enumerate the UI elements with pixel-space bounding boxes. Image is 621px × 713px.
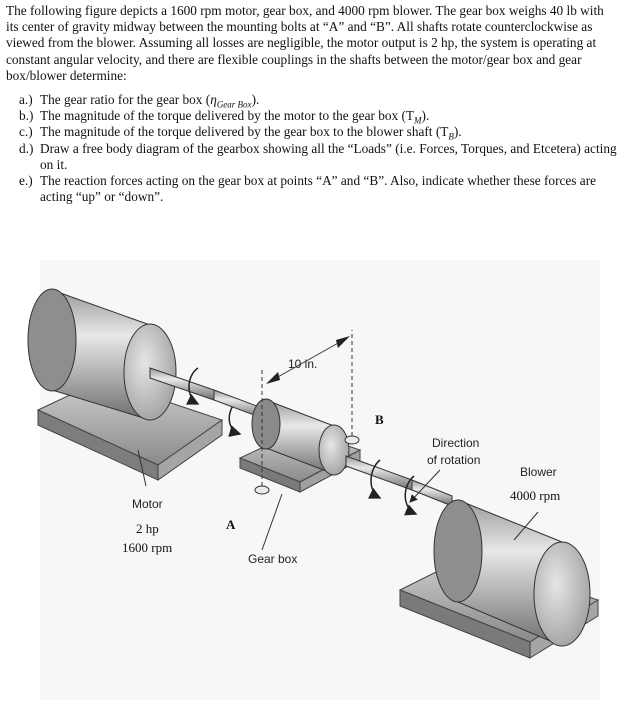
leader-direction (409, 469, 441, 503)
question-letter: e.) (19, 173, 33, 189)
leader-gearbox (261, 493, 283, 551)
question-letter: a.) (19, 92, 33, 108)
blower-assembly (398, 479, 600, 659)
problem-intro: The following figure depicts a 1600 rpm … (6, 3, 604, 83)
rotation-arrow-blower (403, 475, 418, 516)
question-d: d.) Draw a free body diagram of the gear… (19, 140, 617, 172)
problem-statement: The following figure depicts a 1600 rpm … (6, 3, 618, 205)
blower-end-face (533, 541, 591, 647)
gearbox-end-face (318, 424, 350, 476)
motor-gearbox-blower-figure: 10 in. A B Direction of rotation Blower … (27, 260, 600, 700)
dimension-arrow (275, 341, 341, 379)
point-b-label: B (375, 412, 384, 427)
dimension-label: 10 in. (288, 357, 317, 371)
rotation-arrow-motor (185, 367, 200, 405)
motor-speed: 1600 rpm (122, 540, 172, 555)
motor-label: Motor (132, 497, 163, 511)
question-a: a.) The gear ratio for the gear box (ηGe… (19, 92, 260, 110)
question-letter: d.) (19, 140, 34, 156)
direction-label-line-2: of rotation (427, 453, 480, 467)
gearbox-label: Gear box (248, 552, 297, 566)
leader-motor (137, 449, 147, 487)
direction-label-line-1: Direction (432, 436, 479, 450)
question-b: b.) The magnitude of the torque delivere… (19, 108, 430, 126)
motor-power: 2 hp (136, 521, 159, 536)
point-a-label: A (226, 517, 236, 532)
question-e: e.) The reaction forces acting on the ge… (19, 173, 597, 205)
bolt-b (344, 435, 360, 445)
leader-blower (513, 511, 539, 541)
blower-label: Blower (520, 465, 557, 479)
eta-symbol: η (210, 92, 217, 108)
question-letter: b.) (19, 108, 34, 124)
blower-speed: 4000 rpm (510, 488, 560, 503)
gearbox-assembly (213, 389, 413, 495)
question-c: c.) The magnitude of the torque delivere… (19, 124, 462, 143)
motor-assembly (27, 288, 224, 481)
question-letter: c.) (19, 124, 33, 140)
bolt-a (254, 485, 270, 495)
rotation-arrow-gear-output (367, 459, 382, 499)
